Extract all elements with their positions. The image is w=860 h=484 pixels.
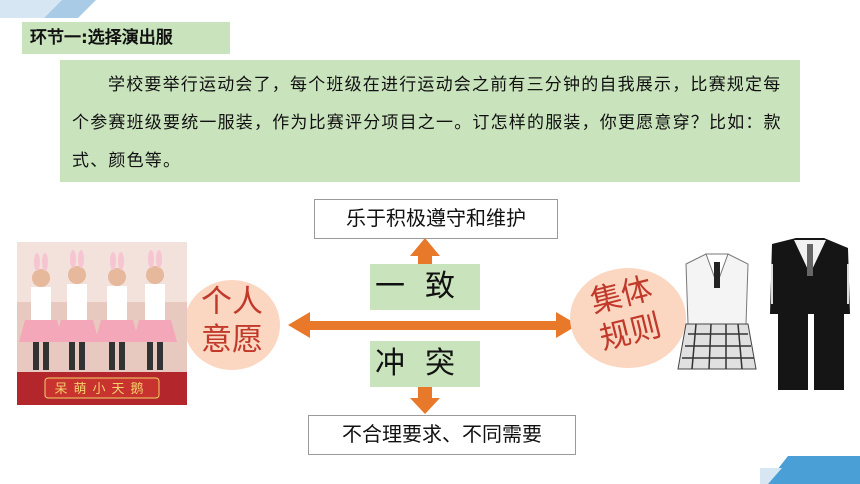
agree-box: 一致 xyxy=(370,264,480,310)
photo-banner-text: 呆萌小天鹅 xyxy=(54,381,149,397)
top-label: 乐于积极遵守和维护 xyxy=(314,199,558,239)
left-node-line1: 个人 xyxy=(201,284,263,320)
bottom-label: 不合理要求、不同需要 xyxy=(308,415,576,455)
horizontal-double-arrow xyxy=(288,312,578,338)
left-node-label: 个人 意愿 xyxy=(187,283,277,359)
intro-text-box: 学校要举行运动会了，每个班级在进行运动会之前有三分钟的自我展示，比赛规定每个参赛… xyxy=(60,60,800,182)
left-ellipse xyxy=(184,280,280,370)
section-title: 环节一:选择演出服 xyxy=(22,22,230,54)
conflict-box: 冲突 xyxy=(370,341,480,387)
performance-photo: 呆萌小天鹅 xyxy=(17,242,187,405)
corner-decoration-bottom-right xyxy=(760,456,860,484)
right-ellipse xyxy=(570,268,686,368)
corner-decoration-top-left xyxy=(0,0,96,18)
down-arrow xyxy=(410,387,440,414)
intro-paragraph: 学校要举行运动会了，每个班级在进行运动会之前有三分钟的自我展示，比赛规定每个参赛… xyxy=(72,75,782,171)
uniform-illustration xyxy=(677,238,850,390)
up-arrow xyxy=(410,238,440,266)
left-node-line2: 意愿 xyxy=(201,322,263,358)
